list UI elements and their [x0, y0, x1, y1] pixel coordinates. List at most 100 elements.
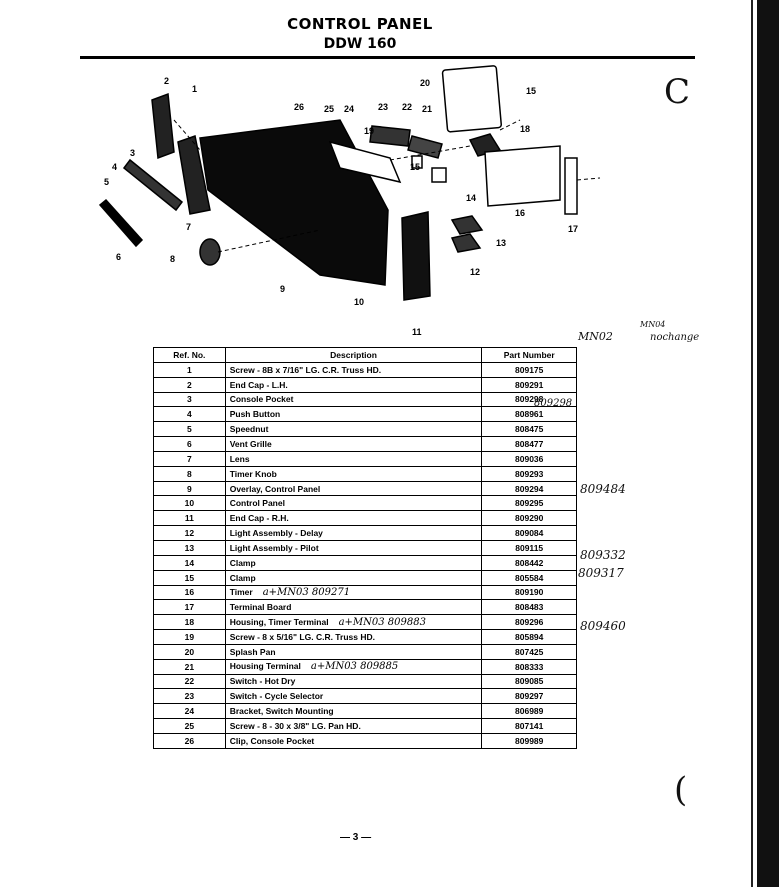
page-number: — 3 —	[340, 832, 372, 843]
part-control-panel	[199, 119, 389, 286]
diagram-label: 22	[402, 102, 412, 112]
part-clamp	[431, 167, 447, 183]
cell-part: 807425	[481, 643, 577, 660]
cell-ref: 11	[153, 510, 226, 527]
cell-ref: 22	[153, 673, 226, 690]
cell-description: Console Pocket	[224, 391, 483, 408]
col-header-ref: Ref. No.	[153, 347, 226, 363]
cell-ref: 21	[153, 658, 226, 675]
diagram-label: 26	[294, 102, 304, 112]
cell-part: 809085	[481, 673, 577, 690]
cell-description: Vent Grille	[224, 436, 483, 452]
cell-part: 809084	[481, 525, 577, 541]
part-housing-terminal	[468, 133, 502, 157]
diagram-label: 11	[412, 327, 422, 337]
cell-part: 805894	[481, 629, 577, 645]
part-clamp	[411, 155, 423, 169]
header-rule	[80, 56, 695, 59]
diagram-label: 15	[526, 86, 536, 96]
cell-description: Clamp	[224, 569, 483, 586]
diagram-label: 6	[116, 252, 121, 262]
cell-description: Control Panel	[224, 495, 483, 512]
cell-ref: 3	[153, 391, 226, 408]
cell-part: 809115	[481, 539, 577, 556]
exploded-parts-diagram: 2 1 3 4 5 6 7 8 9 10 11 12 13 14 15 16 1…	[98, 65, 601, 337]
diagram-label: 2	[164, 76, 169, 86]
part-end-cap-lh	[151, 92, 175, 160]
handwritten-note: nochange	[650, 332, 700, 343]
cell-description: Lens	[224, 450, 483, 467]
cell-description: Timer Knob	[224, 465, 483, 482]
cell-description: Clamp	[224, 554, 483, 571]
cell-part: 809036	[481, 450, 577, 467]
diagram-label: 10	[354, 297, 364, 307]
page-title: CONTROL PANEL	[287, 15, 433, 33]
table-header-row: Ref. No. Description Part Number	[153, 347, 577, 363]
diagram-label: 5	[104, 177, 109, 187]
cell-part: 807141	[481, 718, 577, 734]
col-header-part-number: Part Number	[481, 347, 577, 363]
diagram-label: 13	[496, 238, 506, 248]
cell-description: Light Assembly - Delay	[224, 525, 483, 541]
cell-ref: 23	[153, 688, 226, 705]
part-bracket	[328, 140, 402, 184]
handwritten-note: 809332	[580, 548, 626, 562]
col-header-description: Description	[224, 347, 483, 363]
cell-description: Switch - Cycle Selector	[224, 688, 483, 705]
cell-part: 808442	[481, 554, 577, 571]
cell-ref: 26	[153, 732, 226, 749]
cell-ref: 6	[153, 436, 226, 452]
handwritten-note: 809317	[578, 566, 624, 580]
cell-part: 809989	[481, 732, 577, 749]
margin-mark: (	[674, 770, 688, 810]
cell-ref: 13	[153, 539, 226, 556]
cell-description: Light Assembly - Pilot	[224, 539, 483, 556]
diagram-label: 24	[344, 104, 354, 114]
cell-ref: 4	[153, 406, 226, 423]
cell-ref: 1	[153, 361, 226, 378]
handwritten-note: 809484	[580, 482, 626, 496]
cell-part: 805584	[481, 569, 577, 586]
cell-ref: 2	[153, 376, 226, 393]
diagram-label: 25	[324, 104, 334, 114]
part-light-pilot	[450, 215, 484, 235]
cell-part: 809175	[481, 361, 577, 378]
scan-edge-line	[751, 0, 753, 887]
cell-ref: 19	[153, 629, 226, 645]
cell-description: Speednut	[224, 421, 483, 438]
cell-ref: 24	[153, 703, 226, 720]
cell-ref: 25	[153, 718, 226, 734]
cell-ref: 17	[153, 599, 226, 616]
diagram-label: 12	[470, 267, 480, 277]
diagram-label: 21	[422, 104, 432, 114]
diagram-label: 18	[520, 124, 530, 134]
diagram-label: 3	[130, 148, 135, 158]
cell-ref: 18	[153, 614, 226, 631]
cell-part: 809291	[481, 376, 577, 393]
diagram-label: 23	[378, 102, 388, 112]
cell-part: 809297	[481, 688, 577, 705]
cell-description: Splash Pan	[224, 643, 483, 660]
cell-ref: 15	[153, 569, 226, 586]
diagram-label: 4	[112, 162, 117, 172]
cell-part: 809290	[481, 510, 577, 527]
